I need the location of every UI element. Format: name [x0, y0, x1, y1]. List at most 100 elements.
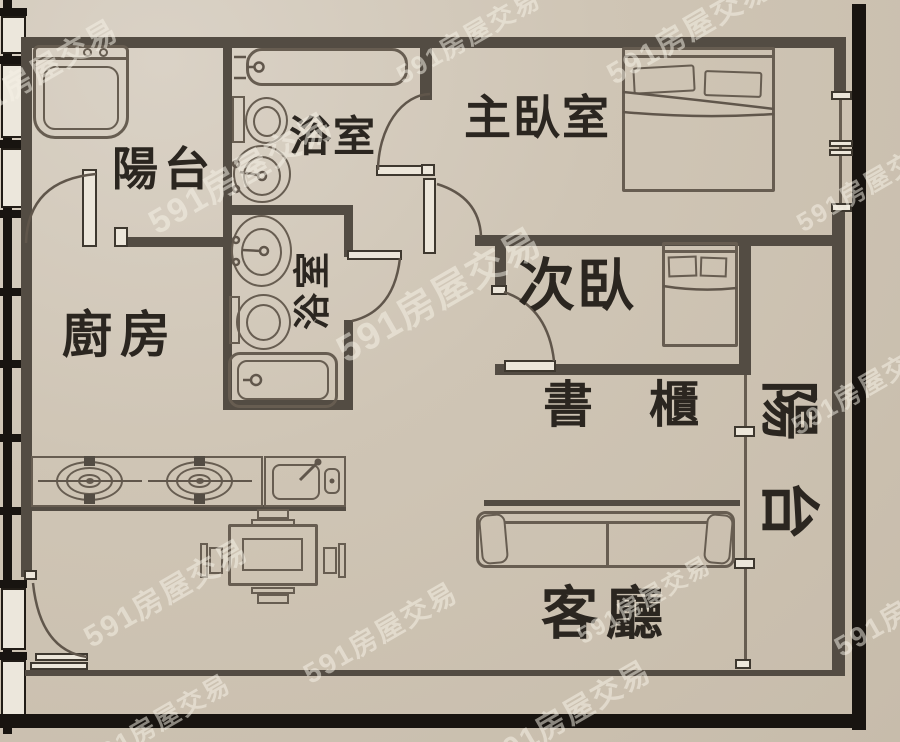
- neighbor-window: [1, 660, 26, 720]
- toilet-bowl-icon: [236, 294, 291, 350]
- bedroom2-door-hinge: [491, 285, 507, 295]
- pillow-icon: [703, 69, 763, 99]
- frame-stub: [0, 140, 27, 148]
- sink-basin-icon: [241, 228, 282, 276]
- room-label-main-bathroom: 浴室: [289, 113, 378, 160]
- frame-stub: [0, 8, 27, 16]
- toilet-bowl-icon: [245, 97, 288, 144]
- chair-icon: [323, 547, 337, 574]
- wall-balcony-bottom: [118, 237, 232, 247]
- wall-bath1-bottom: [223, 205, 353, 215]
- sink-icon: [231, 215, 292, 287]
- door-hinge-block: [421, 164, 435, 176]
- washer-knob-icon: [83, 48, 92, 57]
- stove-grate: [84, 456, 95, 466]
- pillow-icon: [699, 256, 728, 278]
- frame-stub: [0, 288, 22, 296]
- wall-bottom: [25, 670, 845, 676]
- frame-stub: [0, 210, 27, 218]
- wall-bath2-right-lower: [344, 320, 353, 410]
- sofa-back-rail: [484, 500, 740, 506]
- stove-burner-dot: [196, 478, 204, 484]
- watermark: 591房屋交易: [78, 533, 255, 655]
- double-bed-icon: [622, 47, 775, 192]
- door-swing-arc: [376, 92, 431, 171]
- frame-stub: [0, 507, 22, 515]
- wall-bath-divider: [223, 48, 232, 410]
- frame-stub: [0, 434, 22, 442]
- stove-burner-dot: [86, 478, 94, 484]
- room-label-master-bedroom: 主臥室: [464, 91, 611, 144]
- sofa-icon: [476, 511, 735, 568]
- wall-bath1-master: [420, 48, 432, 100]
- chair-icon: [338, 543, 346, 578]
- wall-right-upper: [834, 37, 846, 95]
- pillow-icon: [667, 255, 698, 278]
- bathtub-icon: [228, 352, 338, 408]
- bathtub-icon: [246, 48, 408, 86]
- wall-balcony2-divider: [739, 246, 751, 375]
- wall-master-bottom: [475, 235, 837, 246]
- balcony-door-stop: [114, 227, 128, 247]
- room-label-living-room: 客廳: [541, 582, 671, 646]
- toilet-seat-icon: [246, 304, 281, 341]
- frame-bottom-bar: [0, 714, 866, 728]
- bed-headboard: [622, 55, 775, 58]
- bedroom2-door-leaf: [504, 360, 556, 372]
- kitchen-counter: [31, 456, 263, 507]
- sink-icon: [233, 145, 291, 203]
- bath2-door-leaf: [347, 250, 402, 260]
- room-label-balcony-top: 陽台: [112, 143, 216, 195]
- window-sill: [831, 91, 852, 100]
- kitchen-sink-basin: [272, 464, 320, 500]
- glass-door-end: [735, 659, 751, 669]
- tub-supply-tick: [234, 55, 246, 80]
- chair-icon: [200, 543, 208, 578]
- bathtub-inner: [237, 360, 329, 400]
- glass-door-joint: [734, 558, 755, 569]
- wall-bedroom2-left: [495, 246, 506, 292]
- sofa-seam: [606, 522, 609, 566]
- toilet-tank-icon: [232, 96, 245, 143]
- bed-headboard: [662, 250, 738, 253]
- window-sill: [831, 203, 852, 212]
- chair-icon: [251, 519, 295, 526]
- window-sill: [829, 149, 853, 156]
- room-label-kitchen: 廚房: [62, 307, 178, 363]
- master-door-leaf: [423, 178, 436, 254]
- chair-icon: [209, 547, 223, 574]
- frame-stub: [0, 360, 22, 368]
- sofa-armrest: [702, 512, 735, 566]
- kitchen-sink-drainer: [324, 468, 340, 494]
- chair-icon: [257, 509, 289, 519]
- kitchen-sink-unit: [264, 456, 346, 507]
- counter-ledge: [31, 505, 346, 511]
- wall-right-lower: [832, 211, 845, 676]
- room-label-second-bathroom: 浴室: [291, 248, 333, 330]
- balcony-door-leaf: [82, 169, 97, 247]
- chair-icon: [251, 587, 295, 594]
- washing-machine-panel: [36, 57, 126, 60]
- window-sill: [829, 140, 853, 147]
- wall-top: [21, 37, 845, 48]
- wall-bath2-right-upper: [344, 210, 353, 257]
- stove-grate: [194, 456, 205, 466]
- washing-machine-icon: [33, 45, 129, 139]
- wall-bedroom2-bottom: [495, 364, 741, 375]
- dining-table-inner: [242, 538, 303, 571]
- single-bed-icon: [662, 242, 738, 347]
- wall-left: [21, 37, 32, 577]
- entry-door-sill: [30, 662, 88, 670]
- toilet-seat-icon: [253, 106, 281, 137]
- frame-stub: [0, 56, 27, 64]
- frame-right-bar: [852, 4, 866, 730]
- frame-stub: [0, 652, 27, 660]
- washer-drum-icon: [43, 66, 119, 130]
- neighbor-window: [1, 588, 26, 650]
- entry-door-hinge: [24, 570, 37, 580]
- stove-grate: [84, 494, 95, 504]
- room-label-second-bedroom: 次臥: [518, 254, 636, 318]
- label-bookcase: 書櫃: [543, 377, 755, 433]
- balcony2-glass-door: [744, 375, 747, 666]
